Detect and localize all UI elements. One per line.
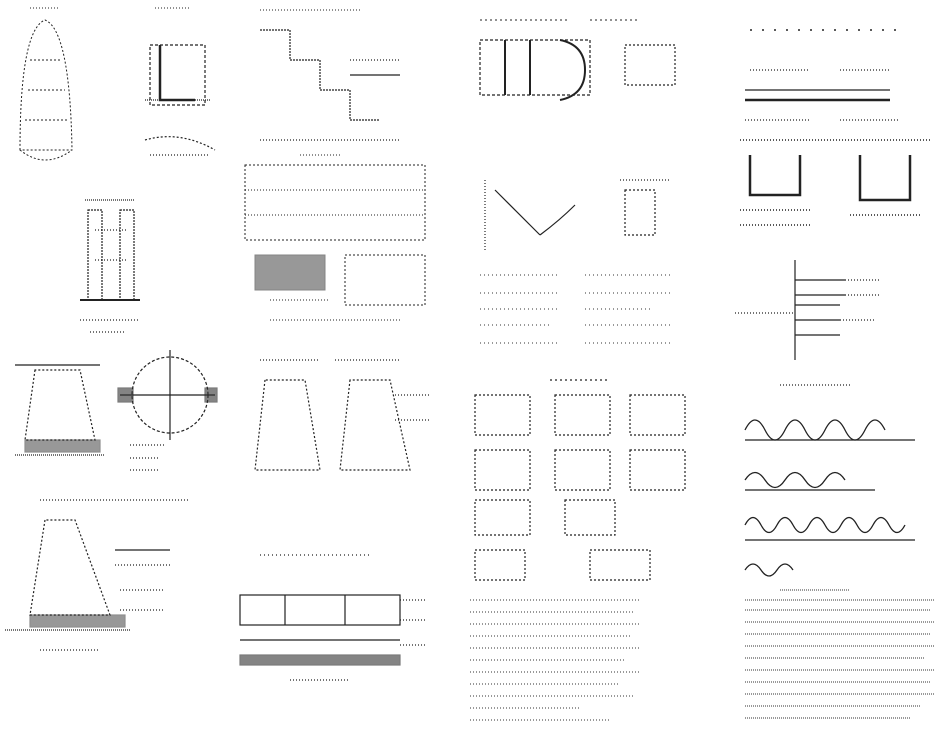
detail-column-1 <box>5 7 218 651</box>
wall-elevation-detail <box>239 554 425 681</box>
detail-grid <box>474 379 686 581</box>
notes-block <box>470 599 640 721</box>
section-detail-bracket <box>144 44 216 156</box>
u-channel-details <box>740 139 930 226</box>
column-plan-detail <box>479 39 676 101</box>
detail-rows <box>744 384 915 577</box>
detail-column-4 <box>735 29 935 719</box>
detail-column-3 <box>470 19 686 721</box>
circular-plan-detail <box>117 350 218 471</box>
detail-column-2 <box>239 9 430 681</box>
column-section-detail <box>80 199 140 333</box>
specification-notes <box>745 589 935 719</box>
plan-detail-oval <box>19 19 73 161</box>
stair-detail-top <box>260 29 400 141</box>
slope-diagram <box>484 179 670 250</box>
footing-section-left <box>15 364 105 456</box>
footing-section-bottom <box>5 499 190 651</box>
section-with-hatch <box>244 154 426 321</box>
pile-diagram <box>735 260 880 360</box>
wall-sections-pair <box>254 359 430 471</box>
beam-detail <box>745 69 900 121</box>
legend-list <box>480 274 670 344</box>
